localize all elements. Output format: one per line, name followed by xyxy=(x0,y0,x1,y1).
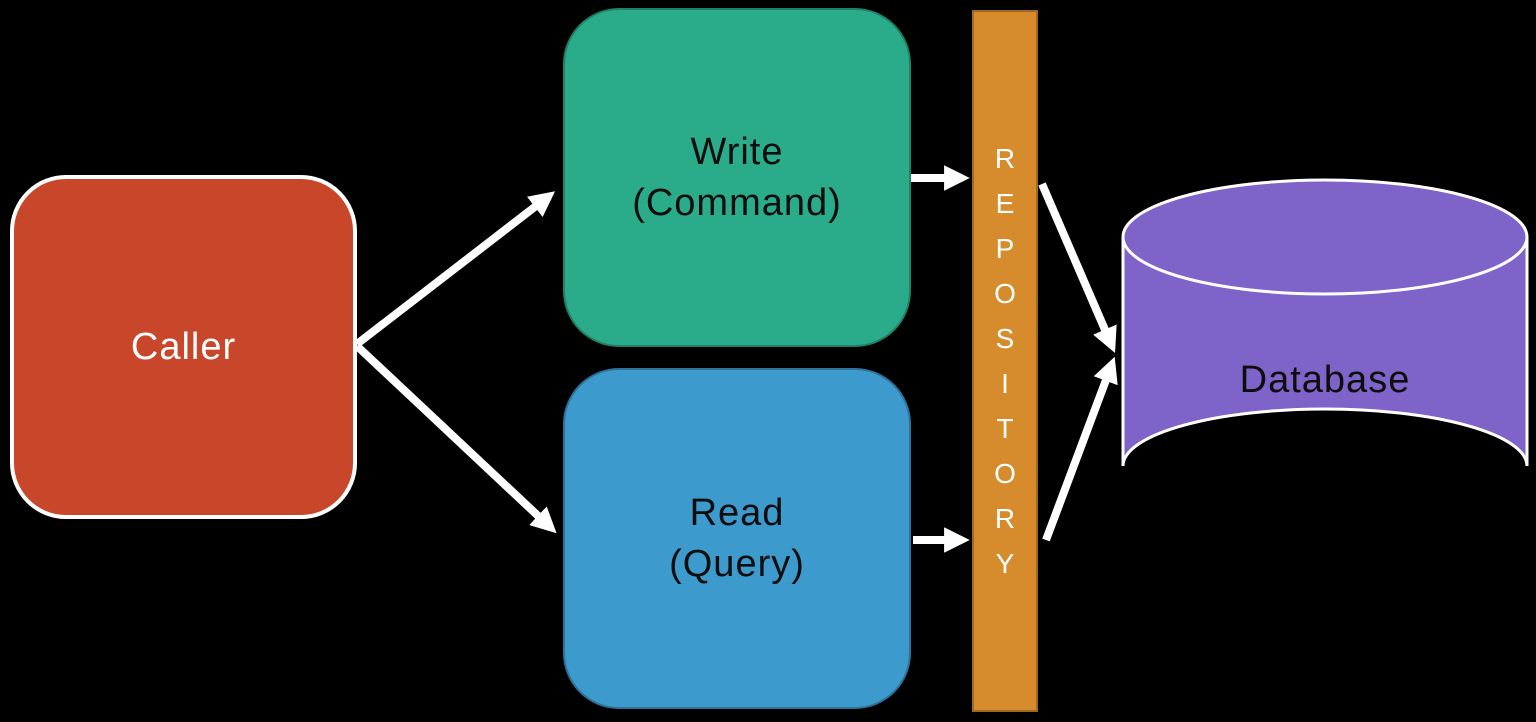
database-node-label-area: Database xyxy=(1123,294,1527,466)
repository-letter: S xyxy=(995,323,1015,354)
arrow-repository-to-database-lower xyxy=(1042,356,1118,542)
repository-letter: R xyxy=(994,143,1016,174)
repository-letter: O xyxy=(994,458,1016,489)
read-label-line1: Read xyxy=(689,492,785,535)
read-query-node: Read (Query) xyxy=(563,368,911,709)
database-cylinder-body xyxy=(1121,237,1529,467)
repository-letter: E xyxy=(995,188,1015,219)
write-label-line1: Write xyxy=(690,131,784,174)
caller-label: Caller xyxy=(130,325,237,368)
database-cylinder-top xyxy=(1121,178,1529,296)
repository-letter: P xyxy=(995,233,1015,264)
database-label: Database xyxy=(1239,358,1411,401)
repository-letter: T xyxy=(996,413,1014,444)
repository-letter: R xyxy=(994,503,1016,534)
repository-letter: O xyxy=(994,278,1016,309)
read-label-line2: (Query) xyxy=(669,542,805,585)
write-command-node: Write (Command) xyxy=(563,8,911,347)
database-cylinder-shape xyxy=(1121,178,1529,467)
repository-letter: I xyxy=(1001,368,1009,399)
write-label-line2: (Command) xyxy=(632,181,842,224)
arrow-caller-to-read xyxy=(354,343,557,534)
caller-node: Caller xyxy=(10,175,357,519)
arrow-caller-to-write xyxy=(354,191,556,348)
repository-node: R E P O S I T O R Y xyxy=(972,10,1038,712)
arrow-repository-to-database-upper xyxy=(1038,182,1117,354)
repository-letter: Y xyxy=(995,548,1015,579)
